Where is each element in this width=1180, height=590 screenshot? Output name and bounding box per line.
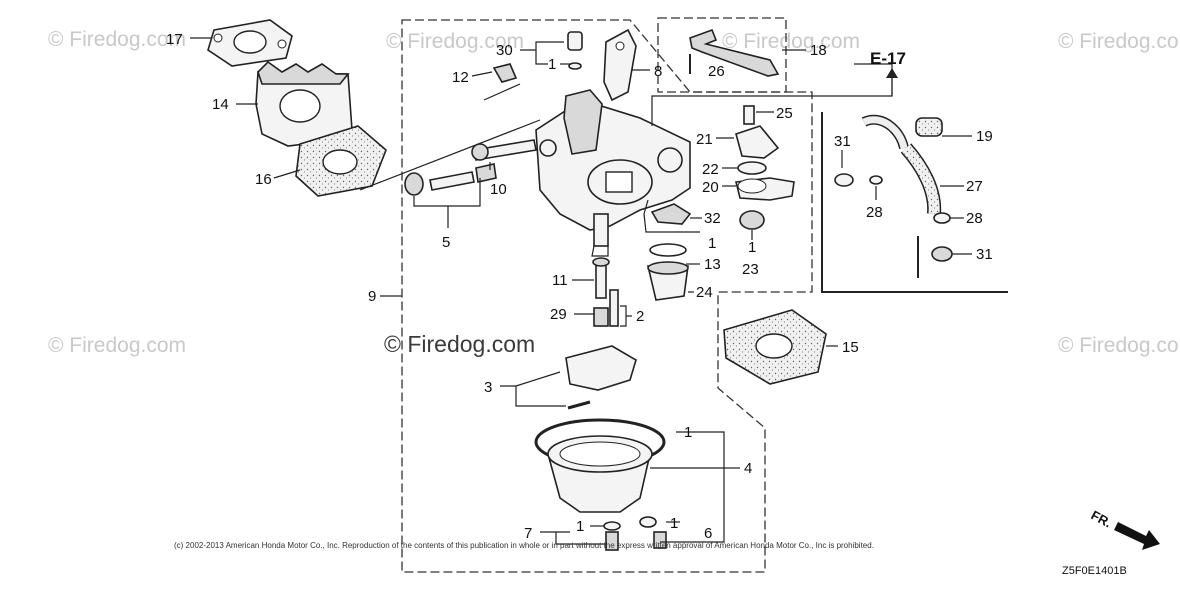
callout-17: 17: [166, 31, 183, 48]
callout-12: 12: [452, 69, 469, 86]
callout-7: 7: [524, 525, 532, 542]
callout-24: 24: [696, 284, 713, 301]
callout-16: 16: [255, 171, 272, 188]
callout-15: 15: [842, 339, 859, 356]
o-ring-13: [649, 243, 687, 257]
callout-32: 32: [704, 210, 721, 227]
callout-13: 13: [704, 256, 721, 273]
callout-31-top: 31: [834, 133, 851, 150]
callout-20: 20: [702, 179, 719, 196]
front-direction-arrow: FR.: [1089, 507, 1160, 550]
copyright-notice: (c) 2002-2013 American Honda Motor Co., …: [174, 541, 874, 550]
callout-28-right: 28: [966, 210, 983, 227]
callout-1-top: 1: [548, 56, 556, 73]
float-chamber-4: [546, 435, 653, 513]
callout-1-chamber: 1: [684, 424, 692, 441]
needle-2: [609, 289, 619, 327]
reference-arrow: [886, 68, 898, 96]
hose-group-bracket: [821, 112, 1008, 293]
callout-30: 30: [496, 42, 513, 59]
callout-22: 22: [702, 161, 719, 178]
callout-18: 18: [810, 42, 827, 59]
washer-22: [737, 161, 767, 175]
callout-23: 23: [742, 261, 759, 278]
callout-1-drain: 1: [576, 518, 584, 535]
watermark-center: © Firedog.com: [384, 331, 535, 357]
gasket-15: [723, 309, 827, 385]
emulsion-tube-11: [592, 257, 610, 299]
callout-6: 6: [704, 525, 712, 542]
lever-8: [603, 28, 637, 102]
pilot-screw-5: [404, 163, 497, 196]
watermark-top-middle-right: © Firedog.com: [722, 30, 860, 53]
watermark-top-right: © Firedog.com: [1058, 30, 1180, 53]
callout-31-bottom: 31: [976, 246, 993, 263]
callout-28-left: 28: [866, 204, 883, 221]
hose-27: [900, 143, 942, 215]
clip-28-b: [933, 212, 951, 224]
carburetor-body: [535, 89, 691, 257]
watermark-top-center: © Firedog.com: [386, 30, 524, 53]
callout-26: 26: [708, 63, 725, 80]
callout-11: 11: [552, 272, 568, 289]
callout-21: 21: [696, 131, 713, 148]
callout-5: 5: [442, 234, 450, 251]
choke-lever-boundary: [657, 17, 787, 93]
screw-6: [639, 516, 667, 549]
watermark-mid-right: © Firedog.com: [1058, 334, 1180, 357]
knob-12: [483, 63, 521, 101]
leader-lines: [190, 37, 972, 545]
main-jet-29: [593, 307, 609, 327]
gasket-17: [207, 19, 293, 67]
cover-21: [735, 125, 780, 159]
seal-23: [739, 210, 765, 230]
callout-14: 14: [212, 96, 229, 113]
gasket-32: [650, 203, 692, 225]
diagram-code: Z5F0E1401B: [1062, 565, 1127, 577]
callout-25: 25: [776, 105, 793, 122]
callout-3: 3: [484, 379, 492, 396]
callout-2: 2: [636, 308, 644, 325]
callout-10: 10: [490, 181, 507, 198]
callout-19: 19: [976, 128, 993, 145]
callout-9: 9: [368, 288, 376, 305]
clip-28-a: [869, 175, 883, 185]
svg-text:FR.: FR.: [1089, 507, 1115, 530]
jet-24: [646, 261, 689, 301]
hose-19: [861, 114, 943, 150]
float-3: [565, 345, 637, 410]
callout-27: 27: [966, 178, 983, 195]
screw-30: [567, 31, 583, 70]
watermark-mid-left: © Firedog.com: [48, 334, 186, 357]
watermark-top-left: © Firedog.com: [48, 28, 186, 51]
clip-31-a: [834, 173, 854, 187]
insulator-14: [255, 60, 353, 147]
reference-tag: E-17: [870, 49, 906, 68]
holder-20: [735, 177, 795, 201]
callout-29: 29: [550, 306, 567, 323]
callout-1-seal: 1: [748, 239, 756, 256]
callout-1-screw: 1: [670, 515, 678, 532]
screw-10: [471, 139, 537, 161]
gasket-16: [295, 125, 387, 197]
callout-1-mid: 1: [708, 235, 716, 252]
callout-4: 4: [744, 460, 752, 477]
screw-25: [743, 105, 755, 125]
clip-31-b: [931, 246, 953, 262]
carburetor-assembly-boundary: [401, 19, 813, 573]
callout-8: 8: [654, 63, 662, 80]
